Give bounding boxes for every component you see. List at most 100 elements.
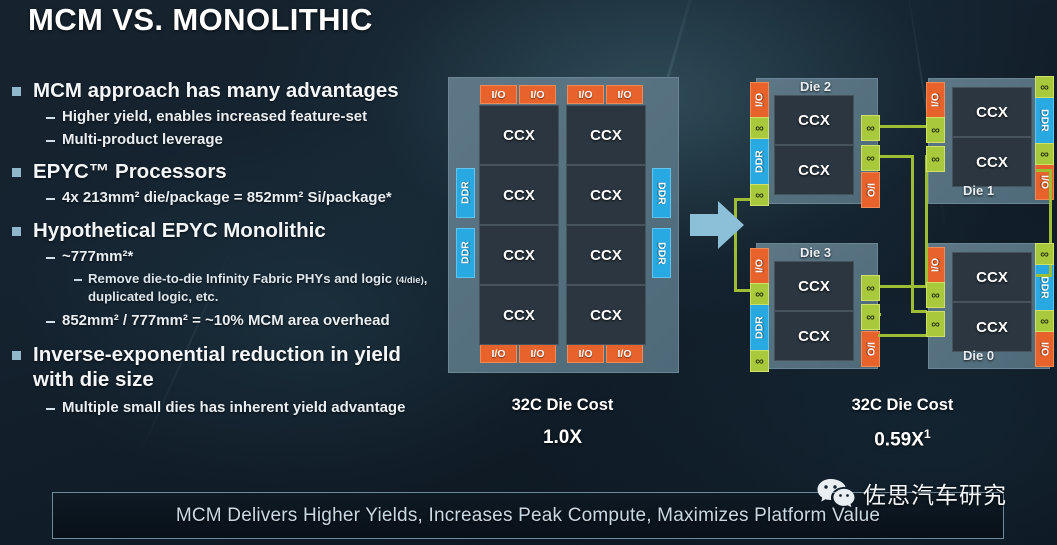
interconnect-line [878,334,926,337]
bullet-square-icon [12,168,21,177]
monolithic-cost-caption-line1: 32C Die Cost [511,396,614,414]
io-block: I/O [480,344,517,363]
ccx-block: CCX [479,225,559,285]
ccx-block: CCX [774,95,854,145]
bullet-text: Multiple small dies has inherent yield a… [62,399,406,417]
bullet-dash-icon [46,256,55,259]
io-block: I/O [1035,331,1054,367]
infinity-fabric-pad: ∞ [861,275,880,301]
ccx-block: CCX [566,285,646,345]
mcm-cost-caption-line2: 0.59X1 [874,427,931,451]
io-block: I/O [606,344,643,363]
bullet-item-level1: Inverse-exponential reduction in yield w… [12,342,453,392]
die-label: Die 0 [963,348,995,363]
interconnect-line [1049,169,1052,277]
watermark-text: 佐思汽车研究 [863,483,1007,509]
bullet-item-level2: 4x 213mm² die/package = 852mm² Si/packag… [46,188,453,208]
interconnect-line [925,155,928,288]
die-label: Die 2 [800,79,832,94]
bullet-text: ~777mm²* [62,247,134,265]
bullet-item-level2: Multiple small dies has inherent yield a… [46,398,453,418]
io-block: I/O [926,247,945,283]
infinity-fabric-pad: ∞ [861,145,880,171]
io-block: I/O [750,82,769,118]
bullet-item-level2: Higher yield, enables increased feature-… [46,107,453,127]
ddr-block: DDR [750,304,769,351]
ddr-block: DDR [652,168,671,218]
infinity-fabric-pad: ∞ [926,146,945,172]
monolithic-cost-caption-line2: 1.0X [542,427,583,448]
ccx-block: CCX [479,165,559,225]
die-label: Die 3 [800,245,832,260]
interconnect-line [734,198,750,201]
ddr-block: DDR [456,168,475,218]
ccx-block: CCX [566,105,646,165]
infinity-fabric-pad: ∞ [750,117,769,139]
bullet-text: Higher yield, enables increased feature-… [62,108,368,125]
interconnect-line [878,285,928,288]
io-block: I/O [750,248,769,284]
bullet-list: MCM approach has many advantages Higher … [8,78,453,421]
infinity-fabric-pad: ∞ [861,115,880,141]
infinity-fabric-pad: ∞ [1035,243,1054,265]
interconnect-line [734,198,737,292]
io-block: I/O [519,85,556,104]
bullet-item-level1: Hypothetical EPYC Monolithic [12,218,453,243]
ddr-block: DDR [456,228,475,278]
io-block: I/O [926,82,945,118]
infinity-fabric-pad: ∞ [750,283,769,305]
interconnect-line [911,155,914,313]
infinity-fabric-pad: ∞ [926,117,945,143]
bullet-text: MCM approach has many advantages [33,79,399,102]
bullet-dash-icon [46,117,55,119]
io-block: I/O [480,85,517,104]
interconnect-line [1036,169,1052,172]
infinity-fabric-pad: ∞ [1035,310,1054,332]
bullet-text: 4x 213mm² die/package = 852mm² Si/packag… [62,189,392,206]
bullet-dash-icon [46,320,55,323]
infinity-fabric-pad: ∞ [926,311,945,337]
bullet-item-level1: MCM approach has many advantages [12,78,453,103]
bottom-banner-text: MCM Delivers Higher Yields, Increases Pe… [175,504,881,526]
interconnect-line [911,310,927,313]
die-label: Die 1 [963,183,995,198]
ccx-block: CCX [566,165,646,225]
infinity-fabric-pad: ∞ [1035,76,1054,98]
infinity-fabric-pad: ∞ [926,282,945,308]
bullet-dash-icon [74,279,82,281]
bullet-text: Inverse-exponential reduction in yield w… [33,343,401,392]
infinity-fabric-pad: ∞ [861,304,880,330]
bullet-square-icon [12,87,21,96]
bullet-square-icon [12,226,21,236]
ccx-block: CCX [952,87,1032,137]
ddr-block: DDR [1035,97,1054,144]
bullet-dash-icon [46,139,55,142]
bullet-item-level2: 852mm² / 777mm² = ~10% MCM area overhead [46,311,453,331]
io-block: I/O [606,85,643,104]
page-title: MCM VS. MONOLITHIC [28,2,373,37]
ccx-block: CCX [479,285,559,345]
io-block: I/O [519,344,556,363]
bullet-item-level1: EPYC™ Processors [12,159,453,184]
ccx-block: CCX [479,105,559,165]
bullet-square-icon [12,351,21,361]
io-block: I/O [567,344,604,363]
bullet-text: EPYC™ Processors [33,160,227,183]
ccx-block: CCX [774,311,854,361]
bullet-text: Remove die-to-die Infinity Fabric PHYs a… [88,271,428,304]
ddr-block: DDR [750,138,769,185]
ccx-block: CCX [952,252,1032,302]
bullet-item-level3: Remove die-to-die Infinity Fabric PHYs a… [74,270,453,305]
bullet-item-level2: Multi-product leverage [46,130,453,150]
infinity-fabric-pad: ∞ [1035,143,1054,165]
wechat-icon [817,479,855,508]
io-block: I/O [567,85,604,104]
interconnect-line [1036,274,1052,277]
watermark: 佐思汽车研究 [816,476,1007,510]
io-block: I/O [861,331,880,367]
bullet-dash-icon [46,408,55,411]
mcm-cost-caption-line1: 32C Die Cost [851,396,954,414]
interconnect-line [734,289,750,292]
ccx-block: CCX [952,137,1032,187]
